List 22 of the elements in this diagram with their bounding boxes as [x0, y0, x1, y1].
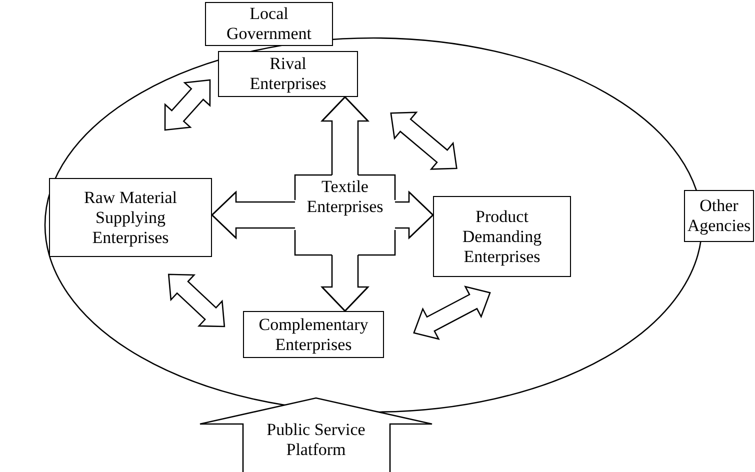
double-block-arrow [168, 274, 226, 328]
node-label: Local Government [226, 4, 312, 44]
entity-box [218, 51, 358, 97]
block-arrow [320, 254, 370, 312]
block-arrow [394, 190, 434, 240]
block-arrow [211, 190, 296, 240]
node-label: Other Agencies [686, 196, 752, 236]
entity-box [205, 2, 333, 46]
node-label: Textile Enterprises [306, 177, 384, 217]
double-block-arrow [390, 112, 458, 170]
node-label: Raw Material Supplying Enterprises [83, 188, 178, 248]
entity-box [684, 190, 754, 242]
double-block-arrow [413, 286, 491, 340]
node-label: Complementary Enterprises [258, 314, 370, 354]
node-label: Rival Enterprises [248, 54, 328, 94]
entity-box [243, 311, 384, 358]
node-label: Product Demanding Enterprises [461, 206, 543, 266]
double-block-arrow [164, 79, 211, 131]
entity-box [49, 178, 212, 257]
node-label: Public Service Platform [266, 420, 366, 460]
block-arrow [320, 96, 370, 176]
entity-box [433, 196, 571, 277]
